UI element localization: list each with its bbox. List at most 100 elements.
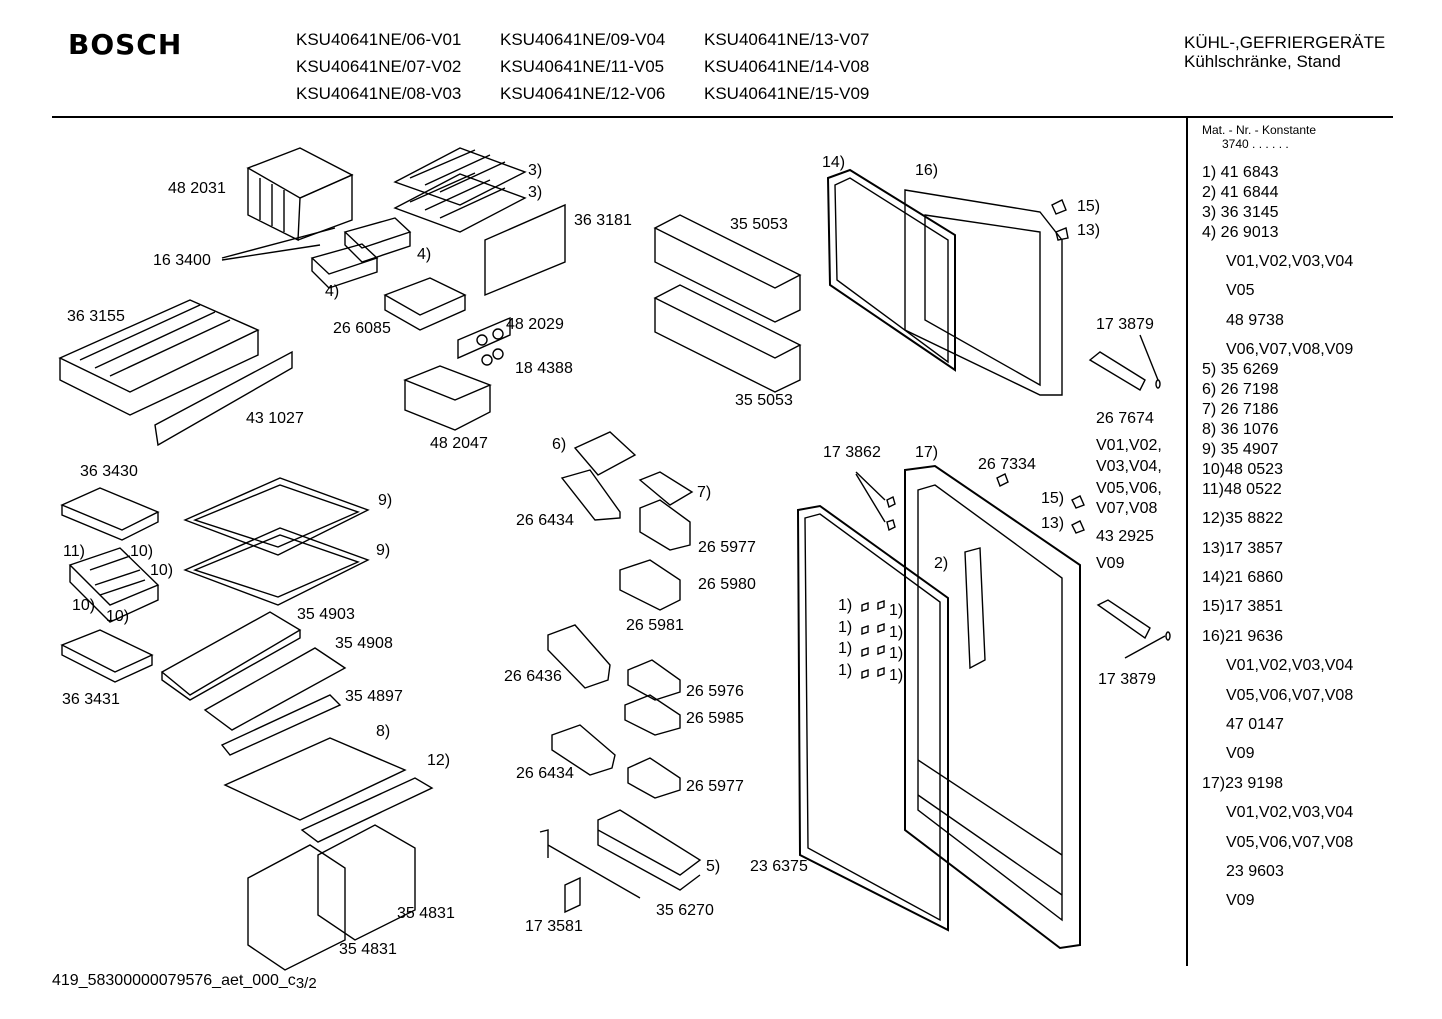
part-label: 1) (889, 602, 904, 619)
part-label: 8) (376, 723, 391, 740)
part-label: 36 3155 (67, 308, 125, 325)
legend-row: V09 (1226, 892, 1255, 909)
part-label: 2) (934, 555, 949, 572)
legend-header: Mat. - Nr. - Konstante (1202, 123, 1317, 137)
part-label: 9) (378, 492, 393, 509)
part-label: 26 6434 (516, 512, 574, 529)
model-number: KSU40641NE/14-V08 (704, 57, 870, 76)
part-label: 26 5976 (686, 683, 744, 700)
part-label: V05,V06, (1096, 480, 1162, 497)
part-label: V09 (1096, 555, 1125, 572)
legend-row: 10)48 0523 (1202, 461, 1283, 478)
model-number: KSU40641NE/06-V01 (296, 30, 462, 49)
legend-row: 48 9738 (1226, 312, 1284, 329)
part-label: V03,V04, (1096, 458, 1162, 475)
model-number: KSU40641NE/07-V02 (296, 57, 462, 76)
part-label: 12) (427, 752, 451, 769)
part-label: 35 5053 (735, 392, 793, 409)
wire-shelf-drawing (393, 147, 527, 233)
glass-shelf-drawing (183, 477, 370, 606)
header-divider (52, 116, 1393, 118)
part-label: 1) (889, 667, 904, 684)
legend-row: 2) 41 6844 (1202, 184, 1279, 201)
exploded-parts-drawing (58, 147, 1171, 971)
part-label: 10) (106, 608, 130, 625)
part-label: 1) (838, 640, 853, 657)
part-label: 1) (838, 619, 853, 636)
legend-row: 7) 26 7186 (1202, 401, 1279, 418)
legend-row: 23 9603 (1226, 863, 1284, 880)
legend-row: 1) 41 6843 (1202, 164, 1279, 181)
legend-subheader: 3740 . . . . . . (1222, 137, 1289, 151)
legend-row: 8) 36 1076 (1202, 421, 1279, 438)
part-label: 1) (838, 662, 853, 679)
part-label: 48 2047 (430, 435, 488, 452)
part-label: 23 6375 (750, 858, 808, 875)
part-label: 48 2031 (168, 180, 226, 197)
legend-row: V06,V07,V08,V09 (1226, 341, 1354, 358)
part-label: 36 3431 (62, 691, 120, 708)
part-label: 26 6085 (333, 320, 391, 337)
part-label: 35 4897 (345, 688, 403, 705)
part-label: 35 5053 (730, 216, 788, 233)
part-label: 26 7674 (1096, 410, 1154, 427)
legend-row: V01,V02,V03,V04 (1226, 804, 1354, 821)
part-label: 17 3862 (823, 444, 881, 461)
part-label: 26 5980 (698, 576, 756, 593)
legend-row: V05,V06,V07,V08 (1226, 687, 1354, 704)
legend-divider (1186, 118, 1188, 966)
legend-row: 17)23 9198 (1202, 775, 1283, 792)
legend-row: V09 (1226, 745, 1255, 762)
model-number: KSU40641NE/11-V05 (500, 57, 665, 76)
part-label: V07,V08 (1096, 500, 1158, 517)
part-label: 26 5985 (686, 710, 744, 727)
part-label: 11) (63, 543, 85, 560)
part-label: 1) (889, 624, 904, 641)
footer-code: 419_58300000079576_aet_000_c3/2 (52, 972, 317, 992)
part-label: V01,V02, (1096, 437, 1162, 454)
legend-row: 12)35 8822 (1202, 510, 1283, 527)
legend-row: 6) 26 7198 (1202, 381, 1279, 398)
part-label: 35 4908 (335, 635, 393, 652)
part-label: 7) (697, 484, 712, 501)
part-label: 36 3181 (574, 212, 632, 229)
part-label: 4) (325, 283, 340, 300)
freezer-door-drawing (904, 189, 1063, 396)
legend-row: 3) 36 3145 (1202, 204, 1279, 221)
part-label: 35 4831 (397, 905, 455, 922)
part-label: 48 2029 (506, 316, 564, 333)
part-label: 35 4831 (339, 941, 397, 958)
part-label: 26 5977 (698, 539, 756, 556)
legend-row: V05,V06,V07,V08 (1226, 834, 1354, 851)
part-label: 3) (528, 162, 543, 179)
part-label: 43 1027 (246, 410, 304, 427)
part-label: 13) (1041, 515, 1065, 532)
part-label: 14) (822, 154, 846, 171)
legend-row: 47 0147 (1226, 716, 1284, 733)
document-code: 419_58300000079576_aet_000_c (52, 972, 296, 989)
part-label: 10) (130, 543, 154, 560)
legend-row: V01,V02,V03,V04 (1226, 253, 1354, 270)
part-label: 1) (889, 645, 904, 662)
part-label: 5) (706, 858, 721, 875)
parts-legend: Mat. - Nr. - Konstante 3740 . . . . . . … (1202, 123, 1392, 910)
shelf-tray-drawing (58, 299, 260, 416)
legend-row: 11)48 0522 (1202, 481, 1282, 498)
legend-row: V01,V02,V03,V04 (1226, 657, 1354, 674)
part-label: 17 3879 (1098, 671, 1156, 688)
ice-tray-holder-drawing (246, 147, 354, 242)
model-list: KSU40641NE/06-V01 KSU40641NE/09-V04 KSU4… (296, 30, 908, 104)
part-label: 1) (838, 597, 853, 614)
model-number: KSU40641NE/09-V04 (500, 30, 666, 49)
part-label: 6) (552, 436, 567, 453)
part-label: 36 3430 (80, 463, 138, 480)
category-title: KÜHL-,GEFRIERGERÄTE Kühlschränke, Stand (1184, 33, 1385, 71)
part-label: 43 2925 (1096, 528, 1154, 545)
part-label: 17 3581 (525, 918, 583, 935)
model-number: KSU40641NE/08-V03 (296, 84, 462, 103)
part-label: 17 3879 (1096, 316, 1154, 333)
part-label: 26 5981 (626, 617, 684, 634)
part-label: 17) (915, 444, 939, 461)
part-label: 18 4388 (515, 360, 573, 377)
part-label: 4) (417, 246, 432, 263)
